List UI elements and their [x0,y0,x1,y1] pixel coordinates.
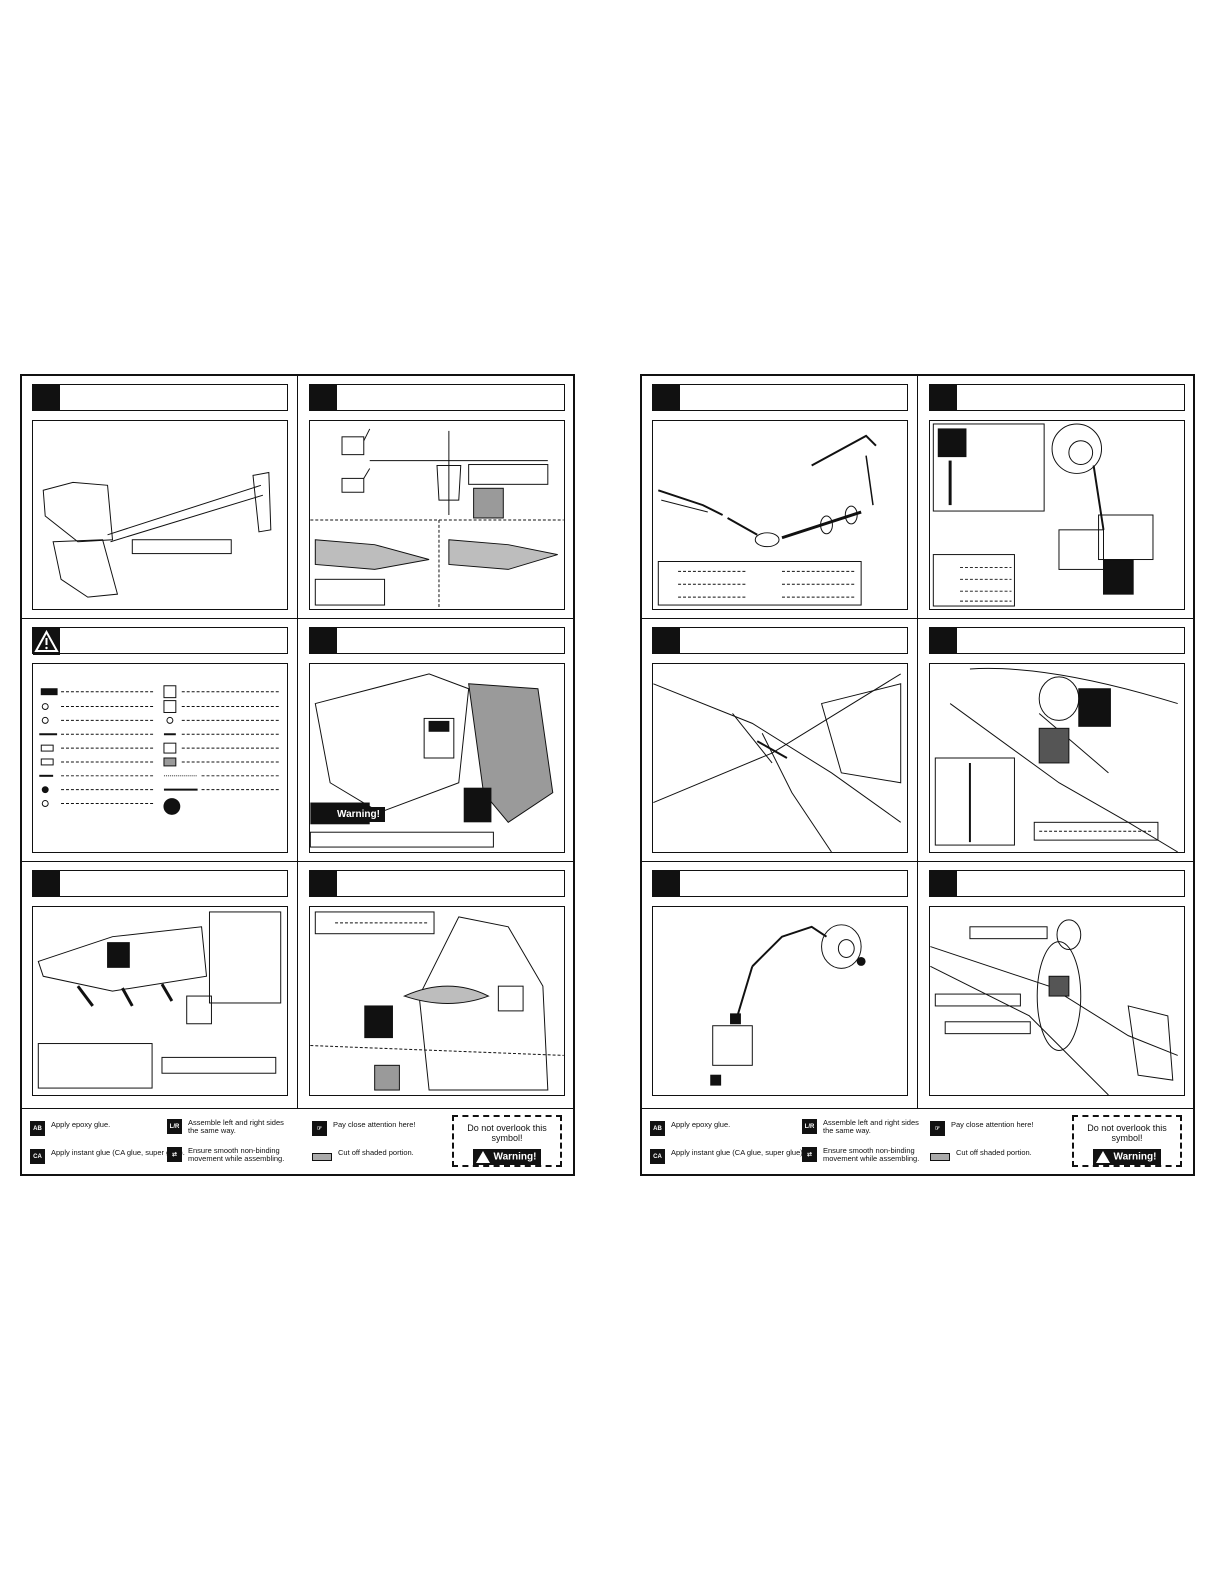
right-row-divider-1 [642,618,1193,619]
step-header-6 [309,870,565,897]
epoxy-glue-icon: AB [650,1121,665,1136]
step-panel-pushrod-exit [652,663,908,853]
left-sheet: Warning! [20,374,575,1176]
warning-badge: Warning! [1092,1149,1162,1165]
legend-cutoff: Cut off shaded portion. [312,1149,414,1161]
step-number-block [33,871,60,896]
step-header-7 [652,384,908,411]
tail-wheel-illustration [934,667,1178,852]
caution-icon [33,628,60,655]
wing-hinge-illustration [37,911,282,1089]
left-right-icon: L/R [802,1119,817,1134]
pushrod-exit-illustration [653,673,902,852]
step-panel-control-horn [309,420,565,610]
warning-triangle-icon [475,1151,490,1163]
step-header-10 [929,627,1185,654]
shaded-portion-icon [312,1153,332,1161]
pointing-hand-icon: ☞ [312,1121,327,1136]
step-panel-wing-hinge [32,906,288,1096]
step-panel-wheel-assembly [652,906,908,1096]
step-panel-fuselage-assembly [32,420,288,610]
warning-triangle-icon [1095,1151,1110,1163]
step-panel-rudder-alignment [309,906,565,1096]
left-legend-divider [22,1108,573,1109]
step-panel-parts-list [32,663,288,853]
legend-attention: ☞Pay close attention here! [930,1121,1034,1136]
step-header-5 [32,870,288,897]
caution-triangle-icon [34,629,59,652]
step-number-block [653,871,680,896]
step-header-8 [929,384,1185,411]
left-right-icon: L/R [167,1119,182,1134]
smooth-movement-icon: ⇄ [802,1147,817,1162]
step-header-1 [32,384,288,411]
legend-cutoff: Cut off shaded portion. [930,1149,1032,1161]
left-row-divider-2 [22,861,573,862]
parts-list-illustration [39,685,279,815]
step-header-11 [652,870,908,897]
step-header-12 [929,870,1185,897]
legend-attention: ☞Pay close attention here! [312,1121,416,1136]
control-horn-illustration [310,428,564,609]
elevator-hinge-illustration [310,673,554,848]
instant-glue-icon: CA [650,1149,665,1164]
left-row-divider-1 [22,618,573,619]
rudder-alignment-illustration [310,911,564,1091]
wheel-assembly-illustration [710,924,866,1086]
warning-badge: Warning! [472,1149,542,1165]
step-panel-pushrod-linkage [652,420,908,610]
right-legend-divider [642,1108,1193,1109]
right-row-divider-2 [642,861,1193,862]
warning-label: Warning! [332,807,385,822]
overlook-text: Do not overlook this symbol! [1087,1123,1167,1143]
step-panel-tail-wheel [929,663,1185,853]
shaded-portion-icon [930,1153,950,1161]
fuselage-tail-illustration [42,471,272,598]
overlook-box: Do not overlook this symbol! Warning! [452,1115,562,1167]
overlook-text: Do not overlook this symbol! [467,1123,547,1143]
step-number-block [653,628,680,653]
final-assembly-illustration [930,919,1178,1095]
step-number-block [930,871,957,896]
step-number-block [930,385,957,410]
right-column-divider [917,376,918,1108]
step-number-block [653,385,680,410]
step-header-9 [652,627,908,654]
step-panel-landing-gear-mount [929,420,1185,610]
epoxy-glue-icon: AB [30,1121,45,1136]
step-number-block [310,385,337,410]
step-header-parts [32,627,288,655]
smooth-movement-icon: ⇄ [167,1147,182,1162]
legend-smooth: ⇄Ensure smooth non-binding movement whil… [167,1147,284,1163]
pointing-hand-icon: ☞ [930,1121,945,1136]
landing-gear-mount-illustration [932,423,1154,607]
step-number-block [310,628,337,653]
step-number-block [310,871,337,896]
left-column-divider [297,376,298,1108]
step-header-2 [309,384,565,411]
instant-glue-icon: CA [30,1149,45,1164]
step-panel-final-assembly [929,906,1185,1096]
legend-smooth: ⇄Ensure smooth non-binding movement whil… [802,1147,919,1163]
step-header-4 [309,627,565,654]
step-panel-elevator-hinge: Warning! [309,663,565,853]
step-number-block [33,385,60,410]
pushrod-linkage-illustration [657,434,877,606]
epoxy-icon-shape [463,787,492,823]
step-number-block [930,628,957,653]
overlook-box: Do not overlook this symbol! Warning! [1072,1115,1182,1167]
